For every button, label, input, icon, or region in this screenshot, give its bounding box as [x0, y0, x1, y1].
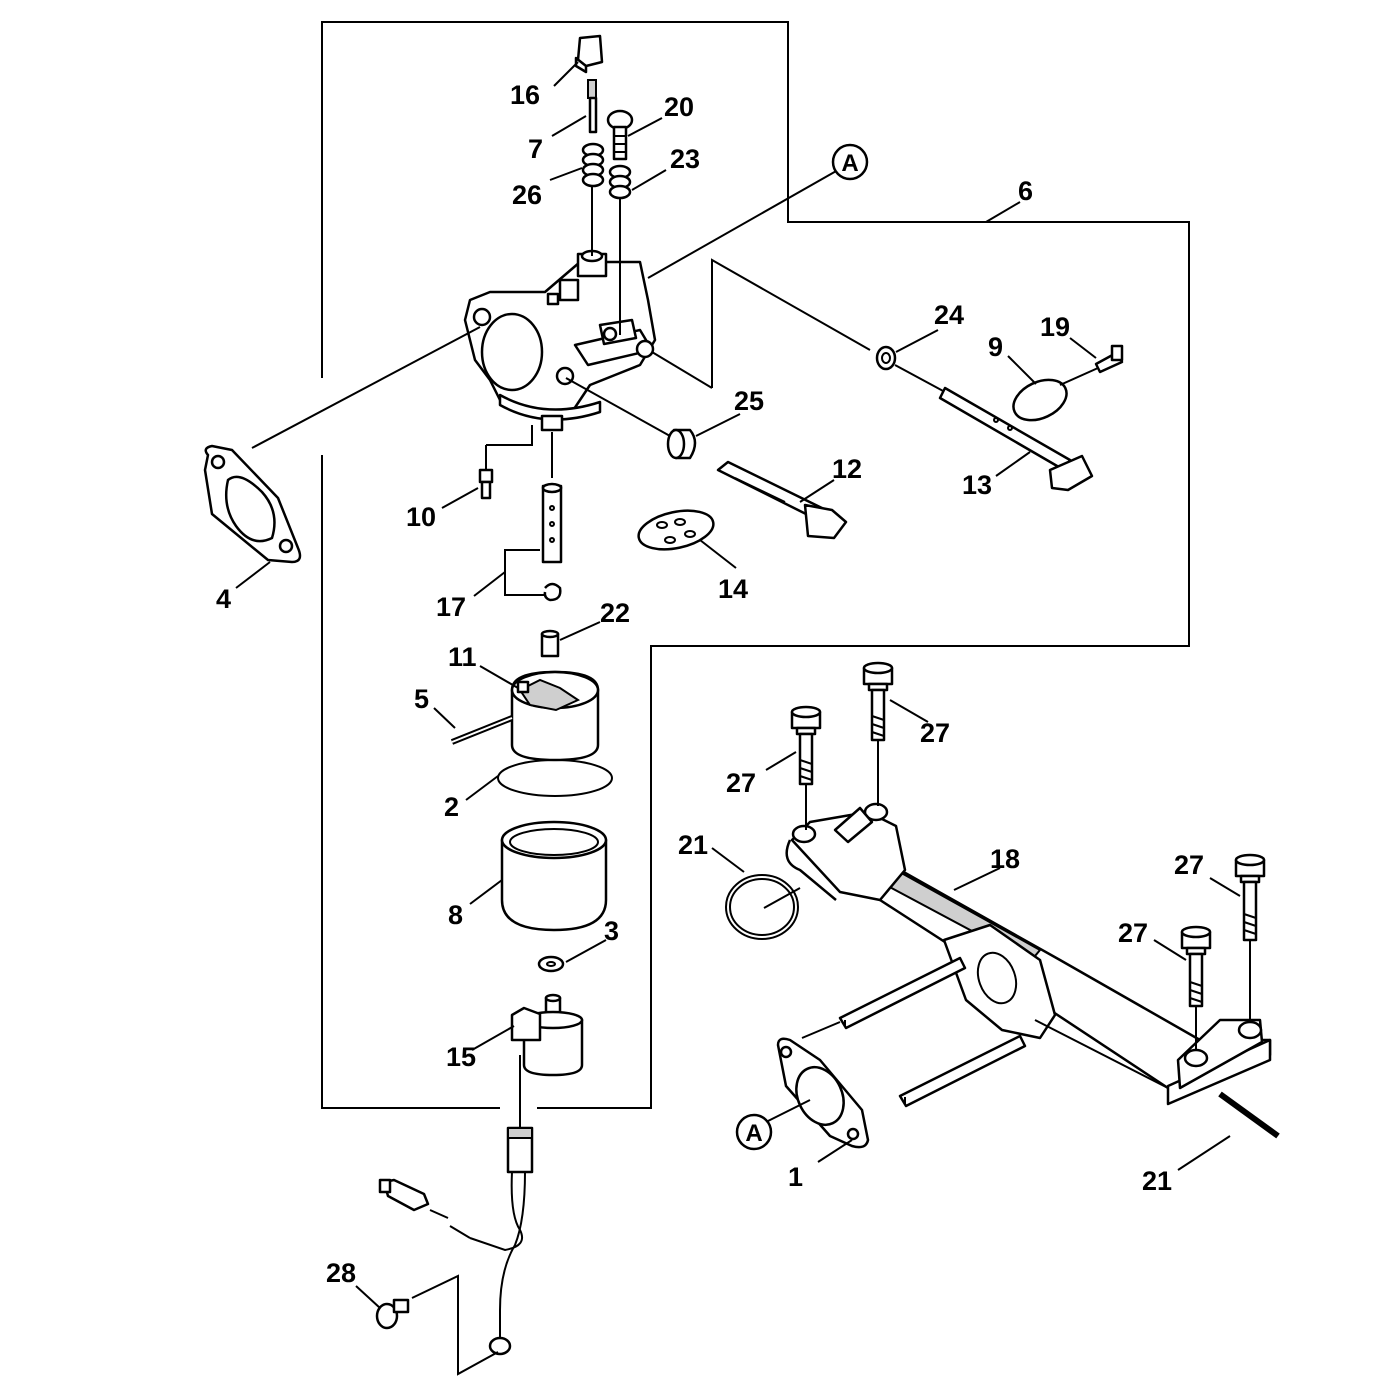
callout-labels: 16 7 20 23 26 6 24 19 9 25 12 13 10 14 4…: [216, 80, 1204, 1288]
part-13-choke-shaft: [938, 386, 1094, 492]
callout-11: 11: [448, 642, 477, 672]
callout-27d: 27: [1118, 918, 1148, 948]
part-18-intake-manifold: [785, 802, 1272, 1106]
carburetor-group-frame: [321, 21, 1190, 1109]
ref-letter-a-bottom: A: [745, 1120, 762, 1147]
part-19-screw: [1094, 344, 1124, 374]
leader-jet-10b: [486, 425, 533, 446]
callout-13: 13: [962, 470, 992, 500]
part-1-gasket: [776, 1037, 870, 1149]
part-27-bolt-c: [1234, 853, 1266, 1022]
part-23-spring: [608, 164, 632, 200]
part-11-float: [510, 670, 600, 762]
leader-9-19: [1059, 367, 1099, 386]
wire-harness: [378, 1126, 534, 1356]
callout-9: 9: [988, 332, 1003, 362]
part-7-needle: [587, 79, 598, 134]
ref-marker-a-top: A: [831, 143, 869, 181]
leader-gasket-4: [251, 326, 481, 449]
part-25-bushing: [666, 428, 697, 460]
callout-14: 14: [718, 574, 748, 604]
part-22-jet: [540, 629, 560, 658]
leader-24-axis: [894, 364, 946, 393]
leader-25: [565, 377, 671, 437]
part-28-screw: [375, 1298, 410, 1330]
callout-17: 17: [436, 592, 466, 622]
callout-leaders: [235, 61, 1241, 1309]
callout-16: 16: [510, 80, 540, 110]
part-9-choke-plate: [1012, 378, 1068, 422]
callout-4: 4: [216, 584, 231, 614]
callout-26: 26: [512, 180, 542, 210]
callout-19: 19: [1040, 312, 1070, 342]
leader-stud-top: [801, 1021, 841, 1039]
callout-28: 28: [326, 1258, 356, 1288]
callout-23: 23: [670, 144, 700, 174]
part-21-strip: [1218, 1091, 1280, 1139]
part-20-screw: [606, 109, 634, 161]
part-15-solenoid: [510, 993, 584, 1077]
leader-28: [411, 1274, 499, 1376]
ref-letter-a-top: A: [841, 150, 858, 177]
part-24-bushing: [875, 345, 897, 371]
leader-a-bottom: [765, 1099, 811, 1123]
callout-6: 6: [1018, 176, 1033, 206]
part-2-oring: [497, 759, 613, 797]
part-16-cap: [574, 34, 604, 74]
callout-24: 24: [934, 300, 964, 330]
part-27-bolt-d: [1180, 925, 1212, 1050]
callout-27a: 27: [920, 718, 950, 748]
callout-7: 7: [528, 134, 543, 164]
callout-8: 8: [448, 900, 463, 930]
manifold-studs: [838, 956, 1027, 1108]
callout-20: 20: [664, 92, 694, 122]
part-8-float-bowl: [500, 820, 608, 932]
part-3-washer: [537, 955, 565, 973]
leader-choke: [711, 258, 871, 388]
callout-25: 25: [734, 386, 764, 416]
leader-17-bracket: [504, 549, 545, 596]
callout-27c: 27: [1174, 850, 1204, 880]
callout-18: 18: [990, 844, 1020, 874]
part-27-bolt-a: [790, 705, 822, 830]
callout-21a: 21: [678, 830, 708, 860]
leader-13-axis: [651, 351, 713, 389]
part-27-bolt-b: [862, 661, 894, 806]
callout-2: 2: [444, 792, 459, 822]
callout-15: 15: [446, 1042, 476, 1072]
callout-12: 12: [832, 454, 862, 484]
callout-22: 22: [600, 598, 630, 628]
callout-27b: 27: [726, 768, 756, 798]
part-17-tube: [541, 482, 563, 602]
part-14-throttle-plate: [637, 509, 715, 551]
callout-5: 5: [414, 684, 429, 714]
callout-1: 1: [788, 1162, 803, 1192]
part-12-throttle-shaft: [716, 460, 848, 540]
callout-10: 10: [406, 502, 436, 532]
callout-21b: 21: [1142, 1166, 1172, 1196]
ref-marker-a-bottom: A: [735, 1113, 773, 1151]
part-10-jet: [478, 468, 494, 500]
part-21-oring: [725, 874, 799, 940]
part-4-gasket: [203, 444, 302, 564]
leader-a-top: [647, 169, 839, 279]
callout-3: 3: [604, 916, 619, 946]
carburetor-group-frame-lower: [321, 455, 500, 1109]
part-26-spring: [581, 142, 605, 188]
carburetor-body: [463, 249, 657, 432]
leader-stud-bottom: [1034, 1019, 1169, 1089]
